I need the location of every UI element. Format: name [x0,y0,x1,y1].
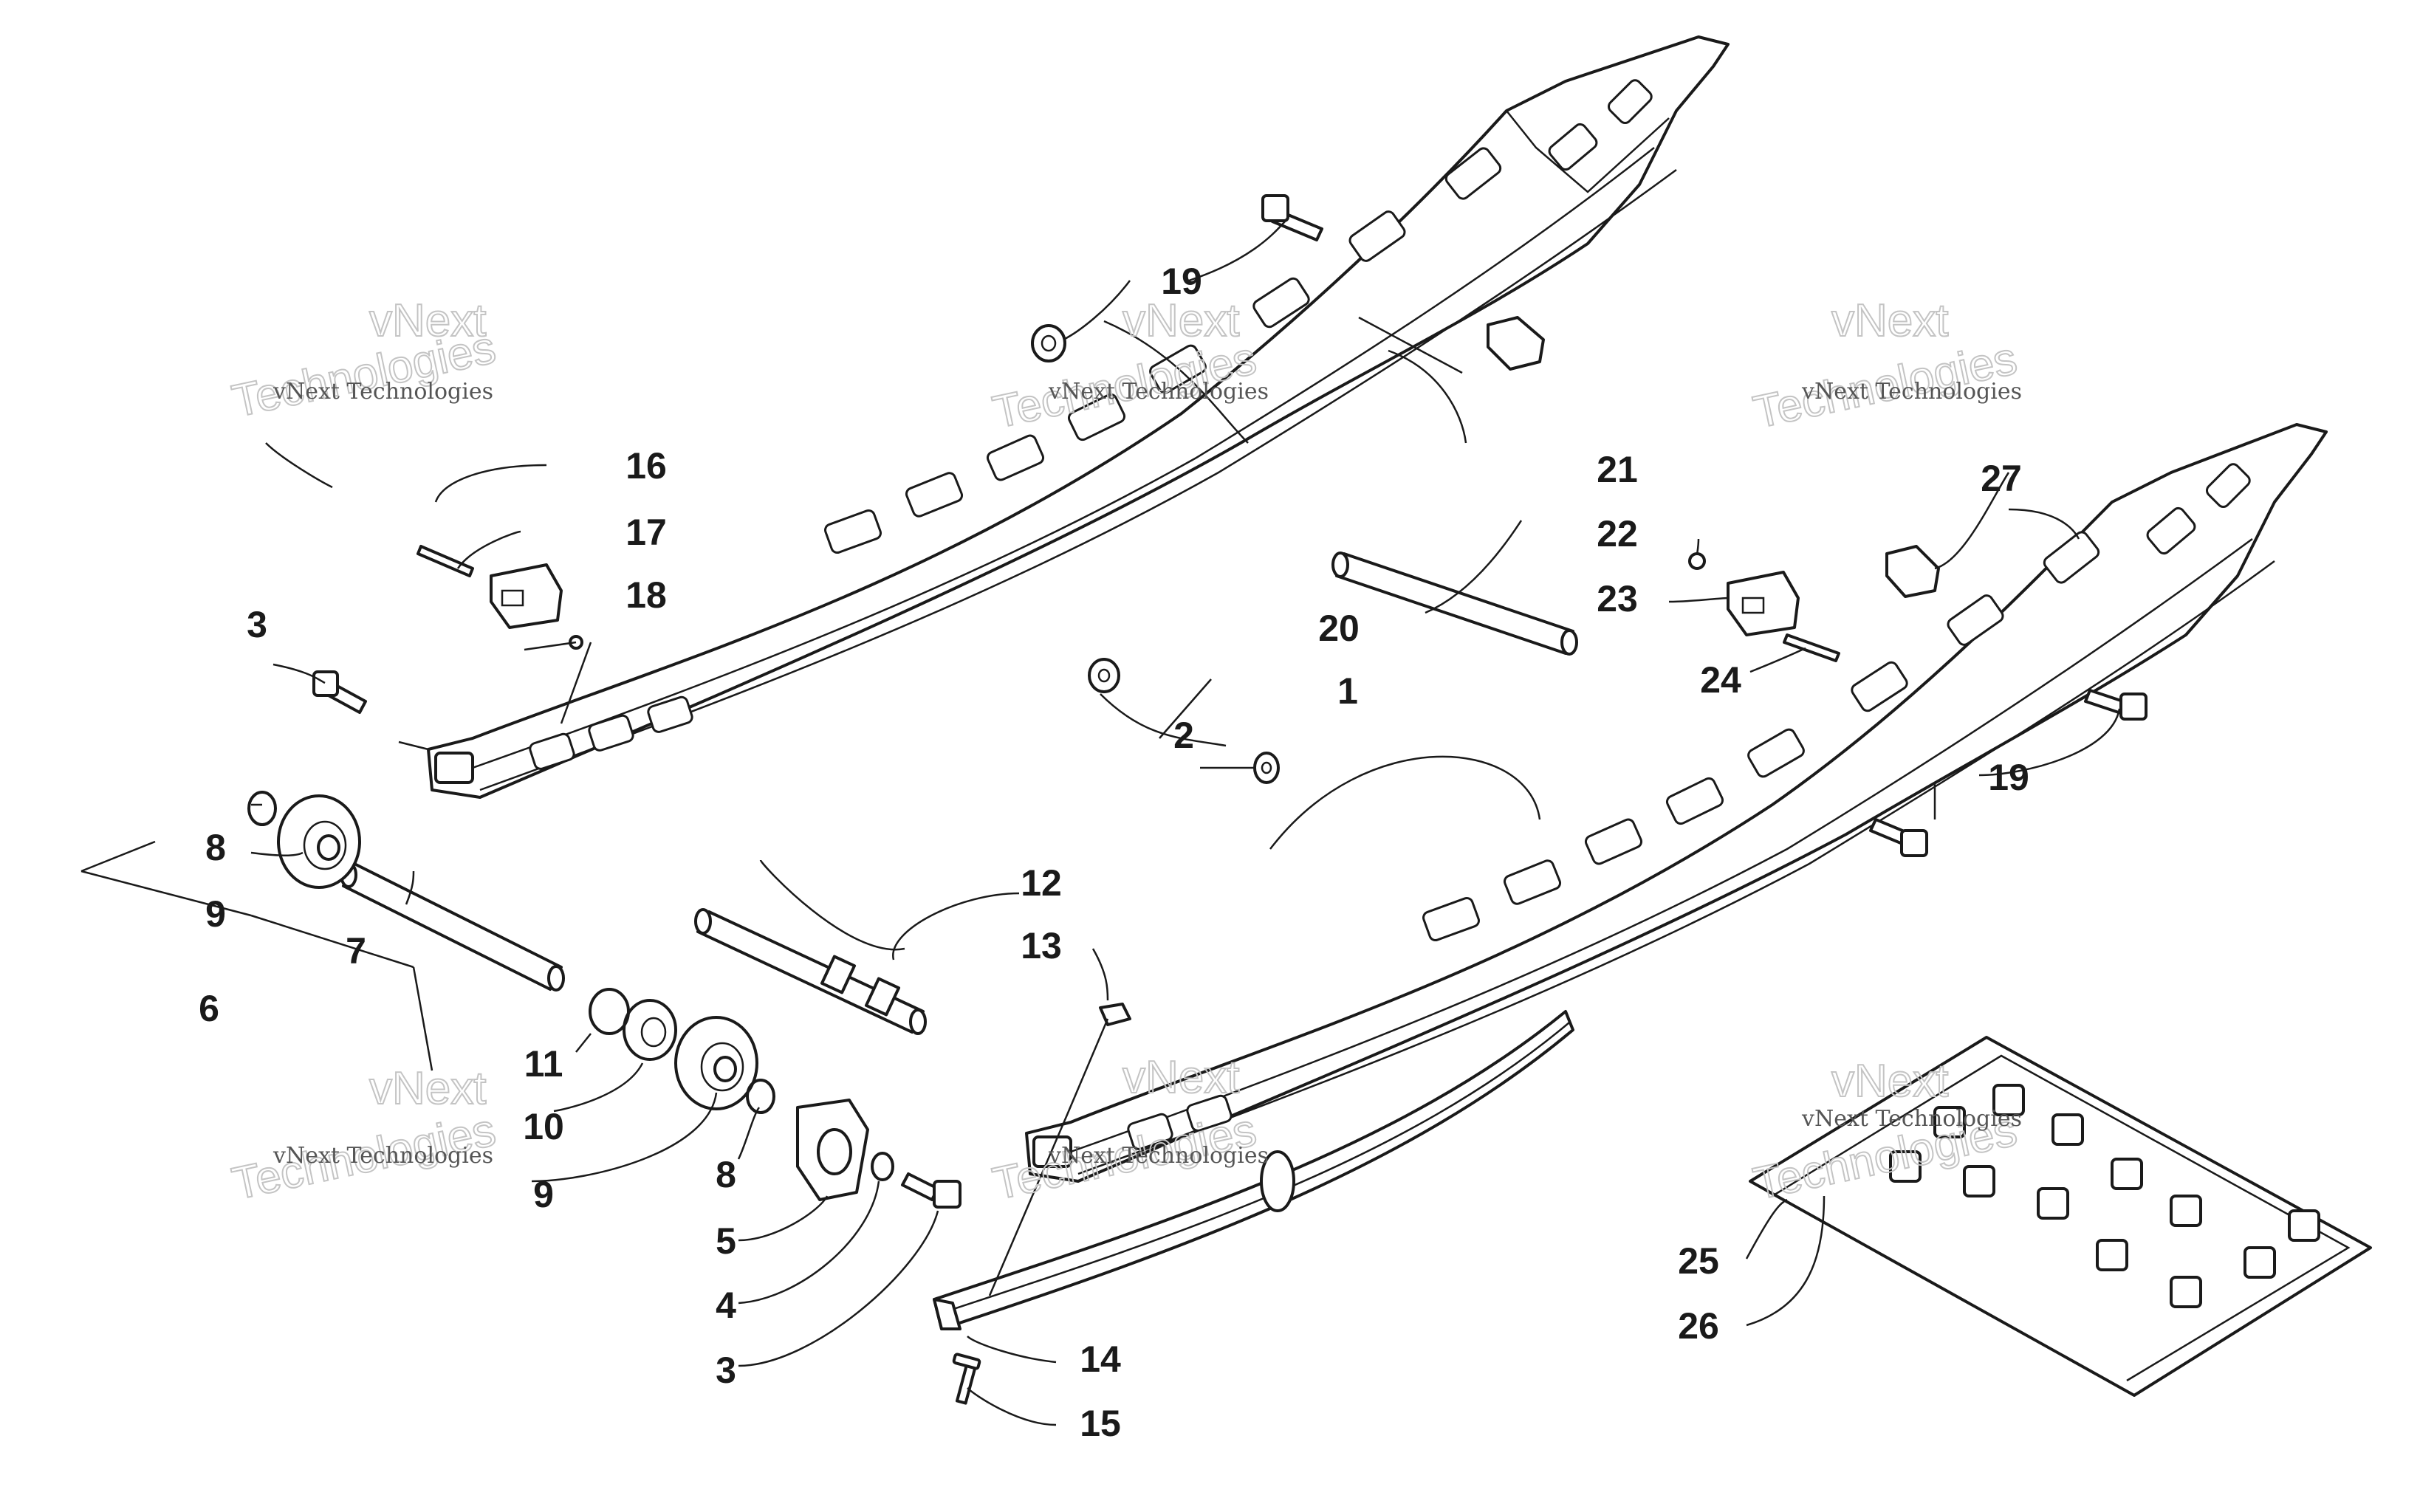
stopper-block [490,563,563,629]
bolt [312,670,367,714]
callout-1: 1 [1337,670,1358,712]
spacer-block [796,1099,869,1201]
axle-shaft [340,862,565,992]
right-rail [1025,423,2328,1183]
callout-26: 26 [1678,1305,1719,1347]
callout-4: 4 [716,1285,736,1326]
watermark: vNext Technologies vNext Technologies [227,1062,501,1211]
pin [1783,633,1840,662]
callout-27: 27 [1981,458,2022,499]
washer-hole [1097,668,1111,683]
callout-12: 12 [1021,862,1062,904]
spacer [1885,545,1940,598]
svg-text:vNext: vNext [369,295,486,346]
callout-18: 18 [625,574,667,616]
bearing [674,1016,758,1110]
callout-2: 2 [1173,715,1194,756]
bearing-small [623,999,677,1061]
callout-11: 11 [524,1043,563,1085]
callout-25: 25 [1678,1240,1719,1282]
callout-20: 20 [1318,608,1360,649]
svg-text:vNext: vNext [1122,295,1239,346]
callout-labels: 1 2 3 3 4 5 6 7 8 8 9 9 10 11 12 13 14 1… [199,261,2029,1444]
svg-text:vNext: vNext [1831,295,1948,346]
callout-24: 24 [1700,659,1741,701]
svg-text:vNext Technologies: vNext Technologies [1801,379,2022,405]
callout-23: 23 [1597,578,1638,619]
watermark: vNext Technologies vNext Technologies [227,295,501,428]
callout-13: 13 [1021,925,1062,966]
snap-ring [247,791,277,826]
svg-text:vNext: vNext [369,1063,486,1114]
screw [952,1353,981,1405]
callout-22: 22 [1597,513,1638,554]
svg-text:vNext Technologies: vNext Technologies [272,379,493,405]
track-lugs [1889,1084,2320,1308]
track-section [1749,1036,2372,1397]
bolt [901,1172,962,1209]
callout-3: 3 [247,604,267,645]
callout-9: 9 [205,893,226,935]
callout-9: 9 [533,1174,554,1215]
callout-5: 5 [716,1220,736,1262]
snap-ring [589,988,630,1035]
left-rail [427,35,1730,799]
wear-strip [933,1010,1574,1330]
bolt [1261,194,1323,241]
svg-text:vNext Technologies: vNext Technologies [1048,1143,1269,1169]
bolt [1869,818,1928,857]
washer-hole [1261,761,1272,774]
callout-19: 19 [1161,261,1202,302]
callout-6: 6 [199,988,219,1029]
callout-19: 19 [1988,757,2029,798]
cross-shaft-upper [1331,551,1578,656]
callout-8: 8 [205,827,226,868]
stopper-block [1727,571,1800,636]
watermark: vNext Technologies vNext Technologies [1749,295,2022,439]
callout-10: 10 [523,1106,564,1147]
callout-16: 16 [625,445,667,487]
snap-ring [746,1079,775,1114]
spacer [1487,316,1545,371]
svg-text:vNext: vNext [1122,1052,1239,1103]
svg-text:Technologies: Technologies [228,322,500,427]
svg-text:vNext Technologies: vNext Technologies [272,1143,493,1169]
callout-7: 7 [346,930,366,972]
callout-15: 15 [1080,1403,1121,1444]
right-rail-slots [1127,463,2251,1150]
callout-21: 21 [1597,449,1638,490]
nut [1031,324,1066,362]
nut [1099,1003,1131,1026]
washer [1088,658,1120,693]
callout-3: 3 [716,1350,736,1391]
bolt [2084,689,2148,721]
washer [871,1152,894,1181]
callout-14: 14 [1080,1339,1121,1380]
svg-text:vNext Technologies: vNext Technologies [1048,379,1269,405]
left-rail-slots [529,79,1653,770]
leader-lines [80,221,2121,1426]
svg-text:vNext: vNext [1831,1056,1948,1107]
washer [1253,752,1280,784]
callout-8: 8 [716,1154,736,1195]
cross-shaft-lower [694,908,927,1035]
clip [1688,552,1706,570]
callout-17: 17 [625,512,667,553]
bearing [277,794,361,889]
svg-text:vNext Technologies: vNext Technologies [1801,1106,2022,1132]
